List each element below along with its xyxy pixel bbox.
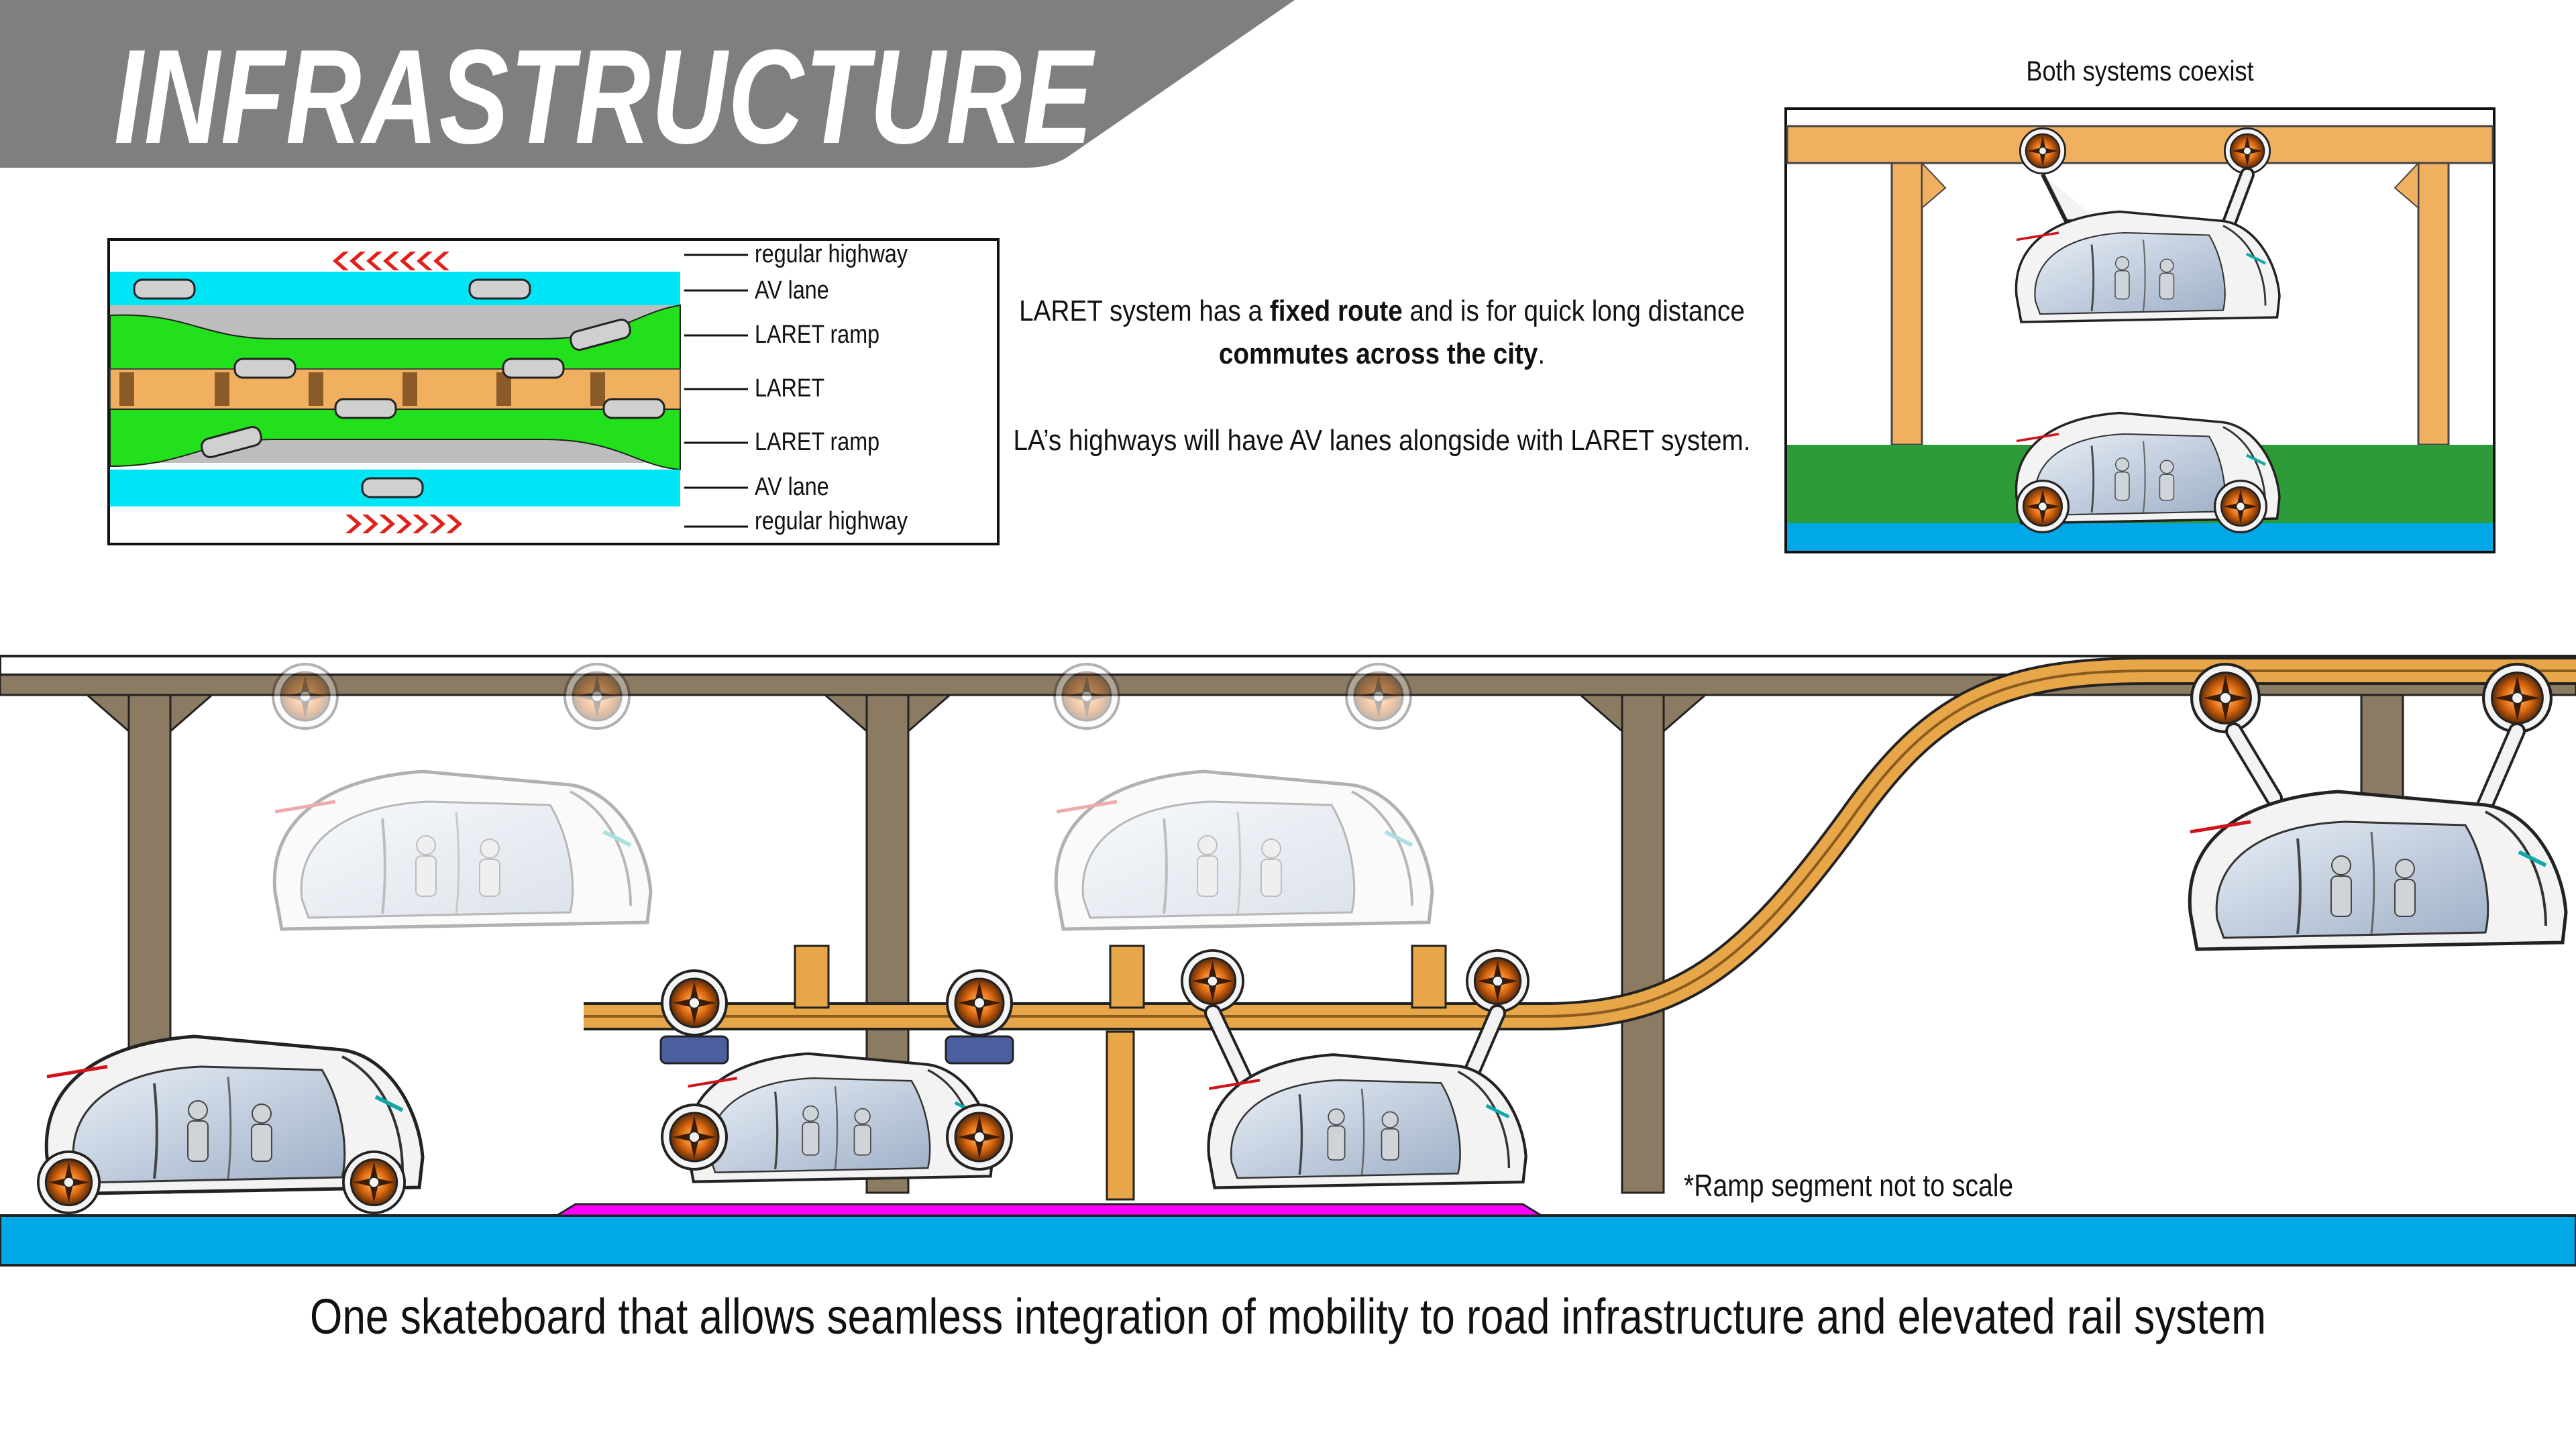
description-emphasis: fixed route <box>1269 294 1403 327</box>
lane-label-regular-highway-top: regular highway <box>755 240 908 268</box>
ground-car <box>37 1036 423 1214</box>
ground-pod <box>2016 413 2279 533</box>
bottom-caption: One skateboard that allows seamless inte… <box>309 1289 2267 1344</box>
transition-pod <box>659 969 1014 1182</box>
scale-note: *Ramp segment not to scale <box>1684 1168 2014 1203</box>
lane-label-laret-ramp-bottom: LARET ramp <box>755 428 880 456</box>
description-text: and is for quick long distance <box>1402 294 1745 327</box>
lane-label-laret: LARET <box>755 374 825 402</box>
lane-diagram <box>107 238 1000 545</box>
description-para-1: LARET system has a fixed route and is fo… <box>992 290 1772 376</box>
lane-label-av-lane-bottom: AV lane <box>755 473 829 501</box>
lane-label-laret-ramp-top: LARET ramp <box>755 321 880 349</box>
coexist-caption: Both systems coexist <box>2026 55 2254 87</box>
faded-pod-2 <box>1053 663 1432 929</box>
docked-pod <box>1181 949 1529 1188</box>
elevated-rail-scene <box>0 655 2576 1267</box>
lane-diagram-road <box>109 252 681 533</box>
description-text: . <box>1538 337 1546 370</box>
coexist-illustration <box>1784 107 2496 553</box>
title-banner <box>0 0 1295 168</box>
lane-label-av-lane-top: AV lane <box>755 276 829 305</box>
lane-label-regular-highway-bottom: regular highway <box>755 507 908 535</box>
description-emphasis: commutes across the city <box>1218 337 1538 370</box>
page-title: INFRASTRUCTURE <box>114 22 1094 172</box>
suspended-pod <box>2016 127 2279 322</box>
description-text: LARET system has a <box>1019 294 1270 327</box>
description-para-2: LA’s highways will have AV lanes alongsi… <box>1013 424 1751 457</box>
faded-pod-1 <box>272 663 651 929</box>
suspended-pod-right <box>2190 664 2566 949</box>
